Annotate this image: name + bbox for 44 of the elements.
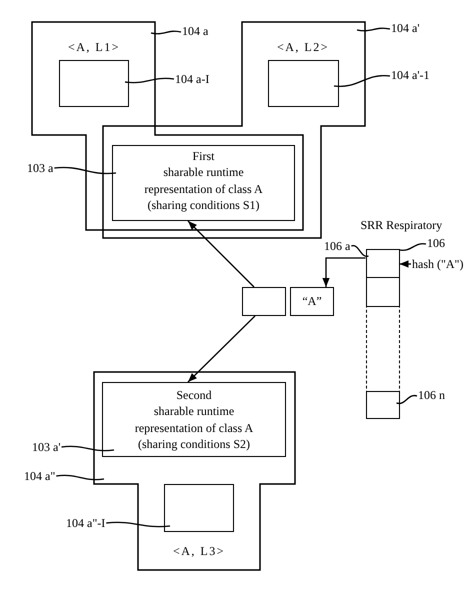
- key-box: “A”: [290, 287, 334, 316]
- box-heading: Second: [176, 387, 212, 404]
- leader-line: [106, 522, 170, 528]
- reference-numeral: 106 a: [324, 238, 350, 254]
- function-label: hash ("A"): [412, 256, 464, 272]
- reference-numeral: 103 a: [27, 160, 54, 176]
- leader-line: [351, 245, 369, 257]
- tuple-label: <A, L3>: [172, 543, 226, 559]
- reference-numeral: 104 a": [24, 468, 56, 484]
- representation-box: [102, 382, 286, 457]
- arrow: [400, 260, 411, 268]
- reference-numeral: 103 a': [32, 439, 60, 455]
- arrow: [322, 257, 366, 287]
- reference-numeral: 104 a"-I: [66, 515, 106, 531]
- empty-box: [242, 287, 286, 316]
- reference-numeral: 106 n: [418, 387, 445, 403]
- empty-box: [59, 60, 129, 107]
- reference-numeral: 104 a: [182, 23, 208, 39]
- leader-line: [356, 28, 390, 32]
- leader-line: [61, 446, 114, 452]
- leader-line: [56, 474, 104, 480]
- tuple-label: <A, L1>: [68, 39, 120, 55]
- leader-line: [150, 30, 182, 34]
- box-heading: First: [192, 148, 214, 164]
- table-row: [366, 276, 400, 306]
- leader-line: [124, 78, 174, 84]
- reference-numeral: 104 a': [391, 20, 420, 36]
- empty-box: [164, 484, 234, 532]
- tuple-label: <A, L2>: [276, 39, 330, 55]
- representation-box: [112, 145, 295, 221]
- table-title: SRR Respiratory: [360, 217, 442, 233]
- leader-line: [54, 166, 116, 174]
- leader-line: [396, 394, 418, 404]
- box-text: sharable runtime representation of class A (sharing conditions S2): [134, 403, 254, 452]
- box-text: sharable runtime representation of class A (sharing conditions S1): [143, 164, 264, 214]
- arrow: [188, 316, 256, 382]
- reference-numeral: 104 a'-1: [391, 67, 430, 83]
- table-row: [366, 391, 400, 419]
- leader-line: [400, 243, 426, 251]
- arrow: [188, 220, 254, 288]
- reference-numeral: 106: [427, 235, 445, 251]
- leader-line: [334, 74, 390, 88]
- empty-box: [268, 60, 339, 107]
- reference-numeral: 104 a-I: [175, 71, 210, 87]
